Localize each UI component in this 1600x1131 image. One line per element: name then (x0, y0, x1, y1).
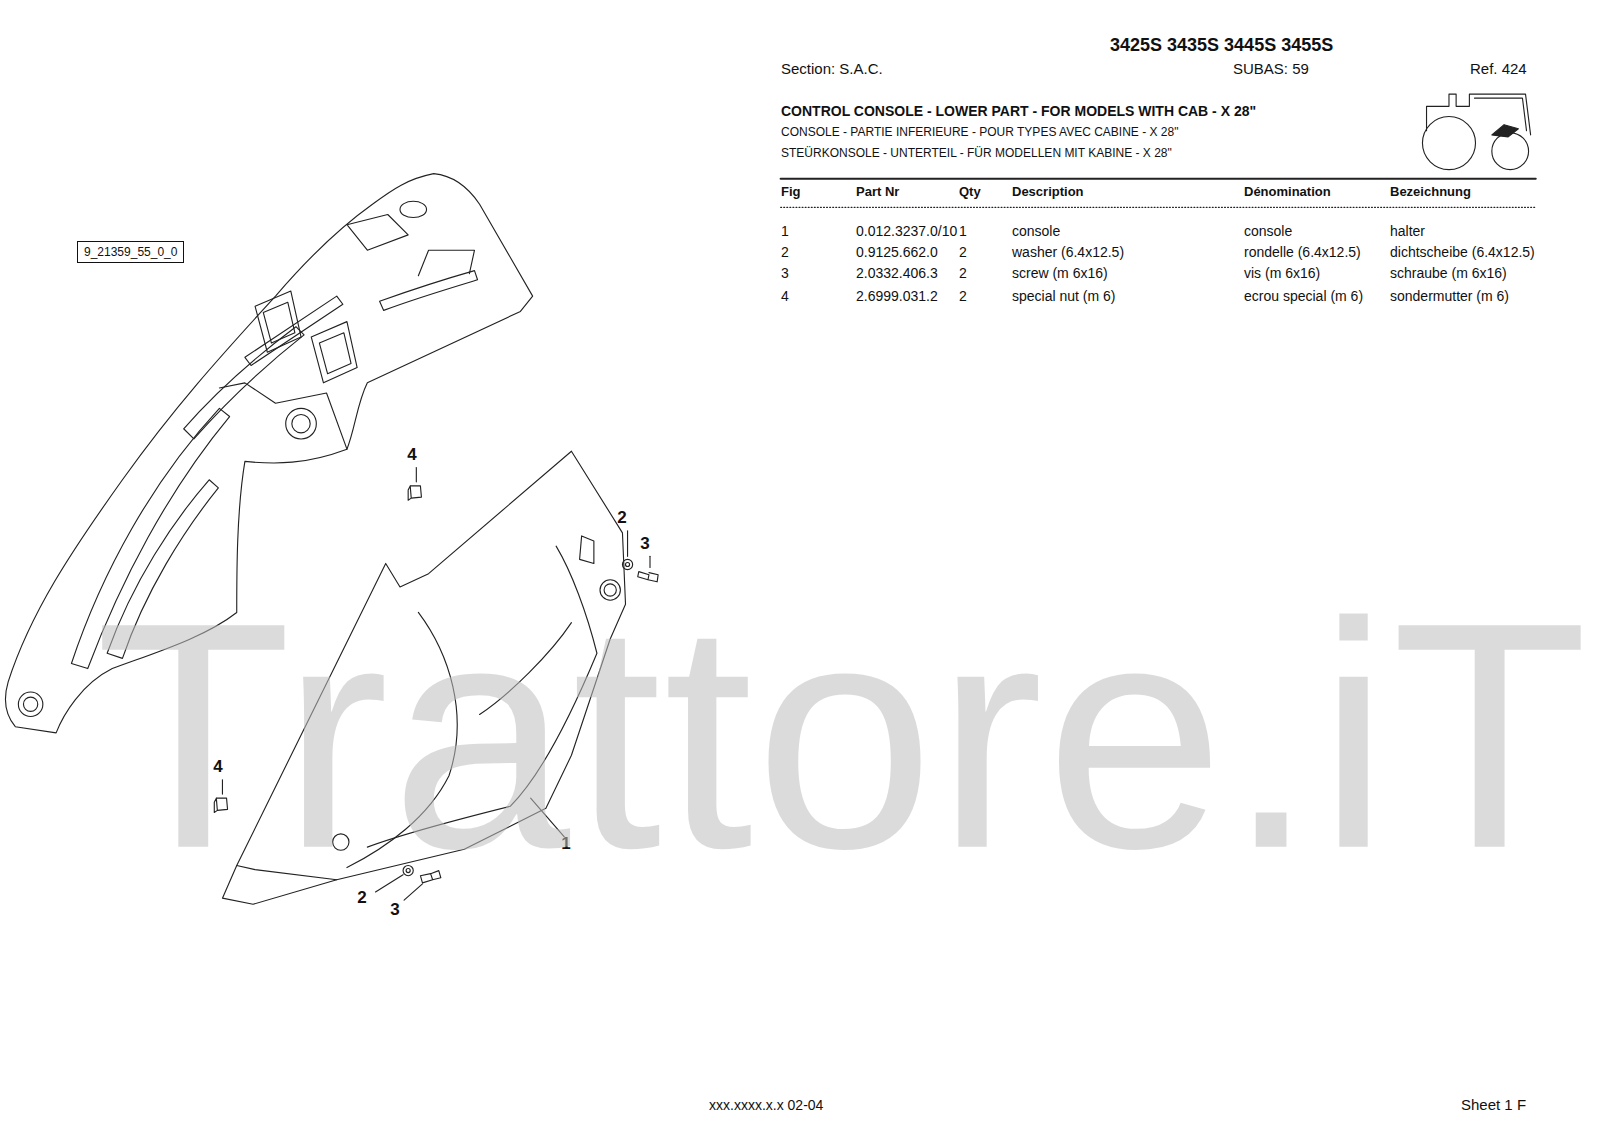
table-header: Part Nr (856, 185, 899, 200)
table-header: Bezeichnung (1390, 185, 1471, 200)
table-cell: schraube (m 6x16) (1390, 265, 1507, 281)
table-cell: console (1012, 223, 1060, 239)
console-slot (380, 271, 478, 311)
drawing-number-box: 9_21359_55_0_0 (77, 241, 184, 263)
table-cell: 1 (959, 223, 967, 239)
table-cell: dichtscheibe (6.4x12.5) (1390, 244, 1535, 260)
console-hole (286, 408, 317, 439)
tractor-icon (1422, 94, 1530, 170)
table-cell: 2 (781, 244, 789, 260)
table-header: Fig (781, 185, 801, 200)
callout-number: 3 (640, 534, 649, 554)
leader-line (416, 468, 417, 482)
sheet-number: Sheet 1 F (1461, 1096, 1526, 1113)
table-cell: vis (m 6x16) (1244, 265, 1320, 281)
table-cell: rondelle (6.4x12.5) (1244, 244, 1361, 260)
section-text: Section: S.A.C. (781, 60, 883, 77)
console-switch (311, 322, 357, 383)
table-header: Dénomination (1244, 185, 1331, 200)
table-cell: 2 (959, 265, 967, 281)
console-rib (347, 214, 408, 250)
callout-number: 4 (407, 445, 416, 465)
table-cell: 2 (959, 244, 967, 260)
callout-number: 2 (617, 508, 626, 528)
console-hole (23, 697, 37, 711)
table-cell: 0.9125.662.0 (856, 244, 938, 260)
table-cell: sondermutter (m 6) (1390, 288, 1509, 304)
console-rib (219, 383, 347, 449)
table-cell: console (1244, 223, 1292, 239)
table-header: Description (1012, 185, 1084, 200)
reference-text: Ref. 424 (1470, 60, 1527, 77)
footer-code: xxx.xxxx.x.x 02-04 (709, 1097, 823, 1113)
table-cell: special nut (m 6) (1012, 288, 1115, 304)
console-tab (418, 250, 474, 276)
table-cell: 2.0332.406.3 (856, 265, 938, 281)
table-header: Qty (959, 185, 981, 200)
watermark: Trattore.iT (95, 551, 1590, 921)
table-rule (781, 178, 1536, 180)
special-nut (408, 486, 421, 500)
table-cell: 2.6999.031.2 (856, 288, 938, 304)
page-heading-de: STEÜRKONSOLE - UNTERTEIL - FÜR MODELLEN … (781, 147, 1172, 161)
table-cell: 4 (781, 288, 789, 304)
table-rule (781, 207, 1536, 208)
table-cell: 2 (959, 288, 967, 304)
console-switch (255, 291, 301, 352)
table-cell: screw (m 6x16) (1012, 265, 1108, 281)
console-hole (292, 414, 310, 432)
table-cell: 3 (781, 265, 789, 281)
table-cell: ecrou special (m 6) (1244, 288, 1363, 304)
table-cell: washer (6.4x12.5) (1012, 244, 1124, 260)
table-cell: 1 (781, 223, 789, 239)
table-cell: halter (1390, 223, 1425, 239)
page-heading: CONTROL CONSOLE - LOWER PART - FOR MODEL… (781, 103, 1256, 119)
model-header: 3425S 3435S 3445S 3455S (1110, 35, 1333, 56)
subassembly-text: SUBAS: 59 (1233, 60, 1309, 77)
console-hole (18, 692, 42, 716)
table-cell: 0.012.3237.0/10 (856, 223, 957, 239)
page-heading-fr: CONSOLE - PARTIE INFERIEURE - POUR TYPES… (781, 126, 1178, 140)
drawing-number: 9_21359_55_0_0 (84, 245, 177, 259)
leader-line (627, 531, 628, 557)
console-hole (400, 201, 427, 217)
